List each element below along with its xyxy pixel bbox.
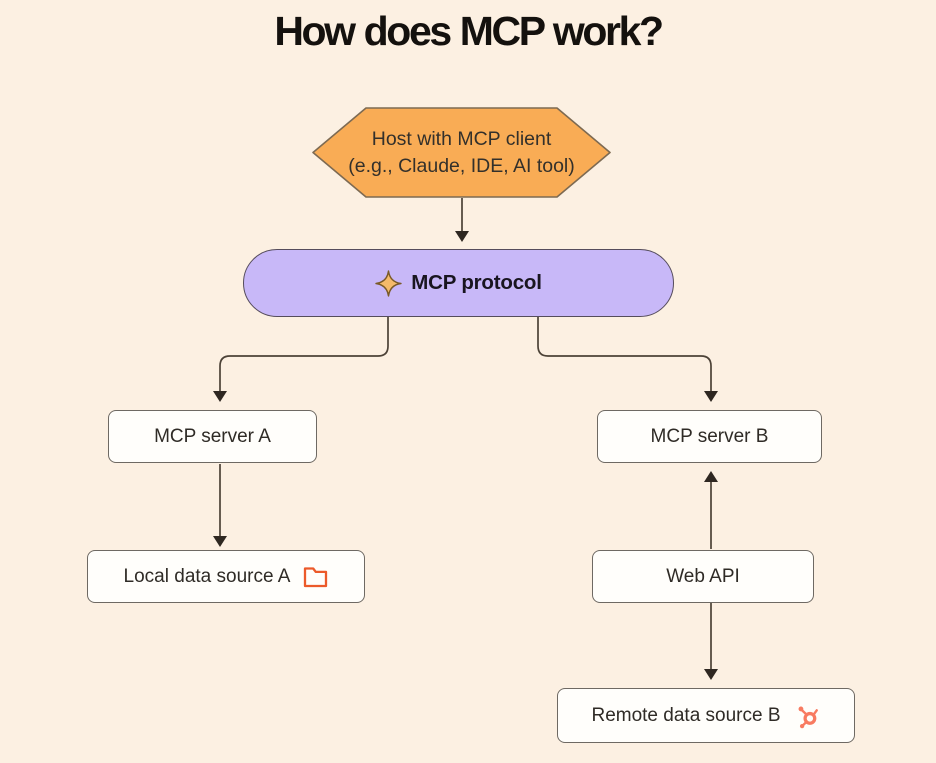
node-mcp-protocol: MCP protocol xyxy=(243,249,674,317)
arrowhead-up-icon xyxy=(704,471,718,482)
arrowhead-down-icon xyxy=(704,669,718,680)
host-label-line1: Host with MCP client xyxy=(371,127,552,150)
node-remote-data-source-b-label: Remote data source B xyxy=(591,704,781,726)
hubspot-icon xyxy=(794,702,821,729)
node-local-data-source-a-label: Local data source A xyxy=(123,565,291,587)
node-mcp-protocol-label: MCP protocol xyxy=(411,271,542,294)
node-host-label: Host with MCP client (e.g., Claude, IDE,… xyxy=(312,107,611,198)
node-mcp-server-a: MCP server A xyxy=(108,410,317,463)
node-web-api: Web API xyxy=(592,550,814,603)
edge-protocol-to-server-a xyxy=(219,317,389,392)
page-title: How does MCP work? xyxy=(274,8,664,54)
folder-icon xyxy=(303,566,328,588)
node-remote-data-source-b: Remote data source B xyxy=(557,688,855,743)
node-mcp-server-a-label: MCP server A xyxy=(154,425,271,447)
hexagon-shape-icon xyxy=(312,107,611,198)
arrowhead-down-icon xyxy=(704,391,718,402)
node-host: Host with MCP client (e.g., Claude, IDE,… xyxy=(312,107,611,198)
arrowhead-down-icon xyxy=(213,536,227,547)
arrowhead-down-icon xyxy=(213,391,227,402)
node-web-api-label: Web API xyxy=(666,565,740,587)
edge-protocol-to-server-b xyxy=(537,317,712,392)
node-local-data-source-a: Local data source A xyxy=(87,550,365,603)
sparkle-icon xyxy=(375,269,402,297)
node-mcp-server-b-label: MCP server B xyxy=(650,425,769,447)
arrowhead-down-icon xyxy=(455,231,469,242)
node-mcp-server-b: MCP server B xyxy=(597,410,822,463)
host-label-line2: (e.g., Claude, IDE, AI tool) xyxy=(348,154,575,177)
